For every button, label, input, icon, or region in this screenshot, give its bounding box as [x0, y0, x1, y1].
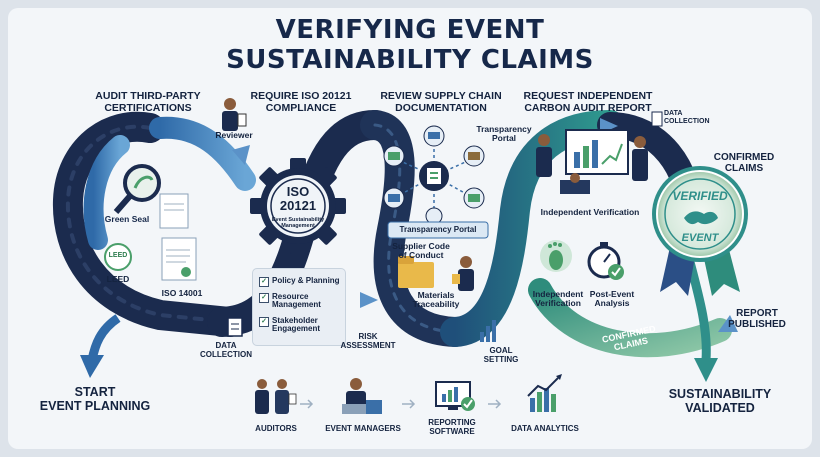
- iso-gear-title: ISO 20121: [279, 184, 317, 214]
- iso-checklist: ✓Policy & Planning ✓Resource Management …: [252, 268, 346, 346]
- green-seal-label: Green Seal: [104, 214, 150, 224]
- footer-auditors-label: AUDITORS: [255, 424, 297, 433]
- footer-data-analytics-label: DATA ANALYTICS: [511, 424, 579, 433]
- independent-verification-label: Independent Verification: [532, 289, 584, 309]
- auditors-icon: [255, 379, 297, 414]
- checklist-item: ✓Policy & Planning: [259, 276, 340, 287]
- data-collection-right-label: DATA COLLECTION: [664, 110, 710, 125]
- data-collection-left-label: DATA COLLECTION: [200, 341, 252, 359]
- footer-reporting-software-label: REPORTING SOFTWARE: [428, 418, 476, 436]
- independent-verification-top-label: Independent Verification: [540, 207, 640, 217]
- checkbox-icon: ✓: [259, 293, 269, 303]
- reporting-software-icon: [435, 381, 475, 411]
- stage-audit-label: AUDIT THIRD-PARTY CERTIFICATIONS: [95, 90, 201, 114]
- stopwatch-icon: [587, 242, 624, 280]
- footer-arrows: [300, 399, 502, 409]
- leed-badge-icon: [104, 243, 132, 271]
- worker-person-icon: [452, 256, 474, 291]
- data-analytics-icon: [527, 374, 562, 412]
- risk-assessment-label: RISK ASSESSMENT: [340, 332, 396, 350]
- transparency-portal-banner-label: Transparency Portal: [399, 225, 477, 234]
- supply-chain-hub: [383, 125, 485, 225]
- stage-supply-label: REVIEW SUPPLY CHAIN DOCUMENTATION: [380, 90, 502, 114]
- post-event-analysis-label: Post-Event Analysis: [589, 289, 635, 309]
- start-label: START EVENT PLANNING: [39, 385, 151, 413]
- certificate-icon: [159, 193, 197, 281]
- leed-label: LEED: [106, 274, 130, 284]
- end-arrow: [685, 260, 718, 382]
- iso14001-label: ISO 14001: [161, 288, 203, 298]
- seal-bottom-label: EVENT: [681, 232, 719, 244]
- data-collection-icon: [227, 317, 243, 337]
- reviewer-person-icon: [222, 98, 247, 131]
- stage-iso-label: REQUIRE ISO 20121 COMPLIANCE: [250, 90, 352, 114]
- event-manager-icon: [342, 378, 382, 414]
- transparency-portal-banner: [387, 221, 489, 239]
- iso-gear-icon: [250, 158, 346, 254]
- goal-setting-label: GOAL SETTING: [483, 346, 519, 364]
- reviewer-label: Reviewer: [215, 130, 253, 140]
- folder-icon: [398, 256, 434, 288]
- page-title-line1: VERIFYING EVENT: [275, 15, 545, 45]
- goal-setting-icon: [480, 320, 496, 342]
- carbon-audit-presentation: [536, 129, 648, 194]
- checkbox-icon: ✓: [259, 317, 269, 327]
- seal-top-label: VERIFIED: [672, 189, 728, 203]
- materials-traceability-label: Materials Traceability: [412, 290, 460, 310]
- footer-event-managers-label: EVENT MANAGERS: [325, 424, 401, 433]
- footprint-icon: [540, 240, 572, 272]
- validated-label: SUSTAINABILITY VALIDATED: [668, 387, 772, 415]
- transparency-portal-top-label: Transparency Portal: [476, 124, 532, 144]
- magnifier-icon: [113, 164, 161, 214]
- confirmed-claims-label: CONFIRMED CLAIMS: [713, 152, 775, 174]
- data-collection-right-icon: [651, 111, 663, 127]
- checklist-item: ✓Stakeholder Engagement: [259, 316, 320, 334]
- iso-gear-subtitle: Event Sustainability Management: [271, 217, 325, 230]
- leed-badge-label: LEED: [108, 252, 128, 259]
- checklist-item: ✓Resource Management: [259, 292, 321, 310]
- supplier-code-label: Supplier Code of Conduct: [392, 241, 450, 261]
- stage-carbon-label: REQUEST INDEPENDENT CARBON AUDIT REPORT: [523, 90, 653, 114]
- report-published-label: REPORT PUBLISHED: [728, 308, 786, 330]
- checkbox-icon: ✓: [259, 277, 269, 287]
- verified-seal: [652, 166, 748, 296]
- page-title-line2: SUSTAINABILITY CLAIMS: [226, 45, 594, 75]
- start-arrow: [80, 314, 121, 378]
- flow-arrows: [232, 118, 738, 332]
- process-path: [52, 110, 732, 358]
